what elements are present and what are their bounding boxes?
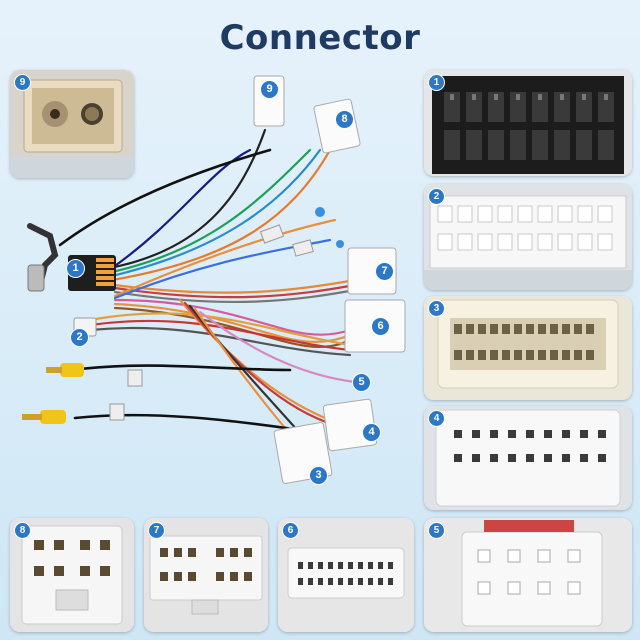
- harness-label-3: 3: [309, 466, 328, 485]
- inset-connector-9: 9: [10, 70, 134, 178]
- inset-badge-9: 9: [14, 74, 31, 91]
- inset-connector-5: 5: [424, 518, 632, 632]
- harness-label-5: 5: [352, 373, 371, 392]
- page-title: Connector: [219, 18, 421, 58]
- inset-badge-5: 5: [428, 522, 445, 539]
- inset-badge-2: 2: [428, 188, 445, 205]
- inset-connector-8: 8: [10, 518, 134, 632]
- harness-label-6: 6: [371, 317, 390, 336]
- inset-connector-1: 1: [424, 70, 632, 176]
- harness-label-8: 8: [335, 110, 354, 129]
- inset-connector-2: 2: [424, 184, 632, 290]
- inset-badge-4: 4: [428, 410, 445, 427]
- inset-badge-7: 7: [148, 522, 165, 539]
- harness-label-1: 1: [66, 259, 85, 278]
- inset-connector-6: 6: [278, 518, 414, 632]
- inset-badge-6: 6: [282, 522, 299, 539]
- harness-label-9: 9: [260, 80, 279, 99]
- inset-connector-3: 3: [424, 296, 632, 400]
- harness-label-7: 7: [375, 262, 394, 281]
- inset-connector-4: 4: [424, 406, 632, 510]
- harness-label-2: 2: [70, 328, 89, 347]
- inset-badge-8: 8: [14, 522, 31, 539]
- inset-badge-1: 1: [428, 74, 445, 91]
- inset-badge-3: 3: [428, 300, 445, 317]
- inset-connector-7: 7: [144, 518, 268, 632]
- harness-label-4: 4: [362, 423, 381, 442]
